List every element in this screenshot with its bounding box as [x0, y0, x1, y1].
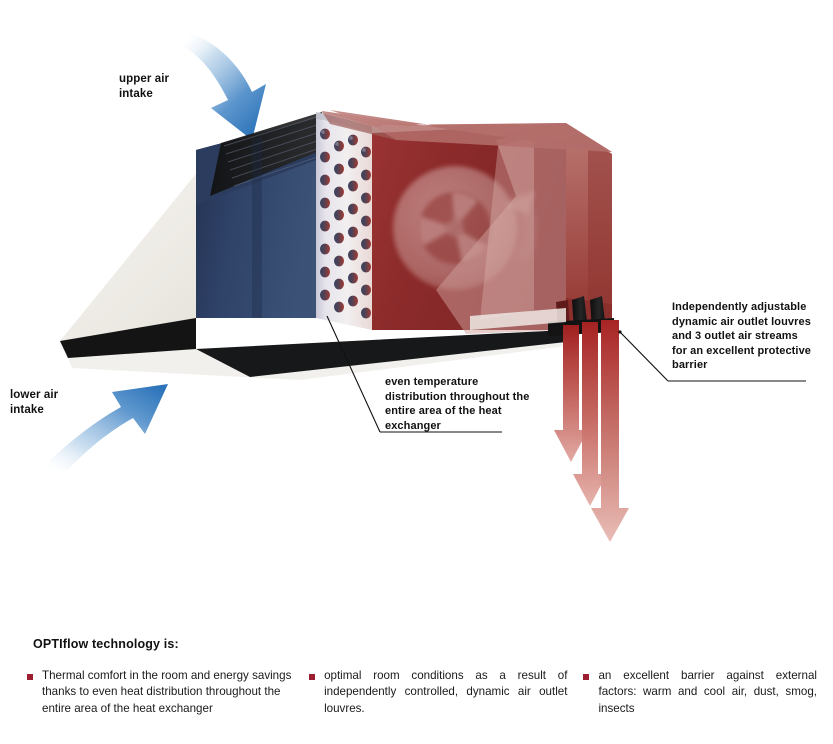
benefit-item-3: an excellent barrier against external fa…	[583, 668, 817, 717]
air-curtain-unit	[60, 110, 614, 380]
callout-lower-air-intake-line2: intake	[10, 404, 44, 417]
outlet-stream-2	[573, 322, 607, 506]
callout-upper-air-intake-line1: upper air	[119, 73, 170, 85]
upper-air-intake-arrow	[184, 33, 266, 140]
heat-exchanger-tubes	[320, 128, 371, 319]
scroll-plate-highlight	[480, 136, 534, 320]
intake-grille	[210, 112, 322, 196]
unit-right-face-shade	[588, 140, 612, 326]
unit-illustration	[40, 33, 806, 542]
casing-sill-shadow	[196, 330, 566, 377]
benefit-item-1: Thermal comfort in the room and energy s…	[27, 668, 309, 717]
benefit-text-1: Thermal comfort in the room and energy s…	[42, 669, 292, 715]
diagram-figure: upper air intake lower air intake even t…	[10, 33, 812, 542]
callout-even-temperature: even temperature distribution throughout…	[385, 376, 530, 432]
callout-upper-air-intake-line2: intake	[119, 88, 153, 101]
leader-lines	[326, 315, 806, 433]
leader-outlet-louvres	[619, 331, 669, 382]
callout-upper-air-intake: upper air intake	[119, 72, 229, 102]
benefit-text-3: an excellent barrier against external fa…	[598, 669, 817, 715]
lower-air-intake-arrow	[40, 384, 168, 470]
outlet-stream-3	[591, 320, 629, 542]
heat-exchanger-plate	[316, 118, 372, 330]
benefits-list: Thermal comfort in the room and energy s…	[27, 668, 817, 717]
benefits-heading: OPTIflow technology is:	[33, 637, 179, 651]
benefit-text-2: optimal room conditions as a result of i…	[324, 669, 568, 715]
callout-lower-air-intake: lower air intake	[10, 388, 120, 418]
intake-grille-slats	[223, 115, 321, 187]
outlet-shelf	[470, 308, 566, 330]
outlet-stream-1	[554, 325, 588, 462]
benefit-item-2: optimal room conditions as a result of i…	[309, 668, 583, 717]
bullet-square-icon	[309, 674, 316, 680]
outlet-air-streams	[554, 320, 629, 542]
callout-outlet-louvres: Independently adjustable dynamic air out…	[672, 301, 812, 372]
callout-lower-air-intake-line1: lower air	[10, 389, 59, 401]
casing-bottom-edge-dark	[60, 318, 196, 358]
benefits-section: OPTIflow technology is: Thermal comfort …	[0, 620, 833, 744]
leader-even-temperature	[326, 315, 381, 433]
fan-scroll-plate	[436, 124, 566, 334]
bullet-square-icon	[583, 674, 590, 680]
bullet-square-icon	[27, 674, 33, 680]
